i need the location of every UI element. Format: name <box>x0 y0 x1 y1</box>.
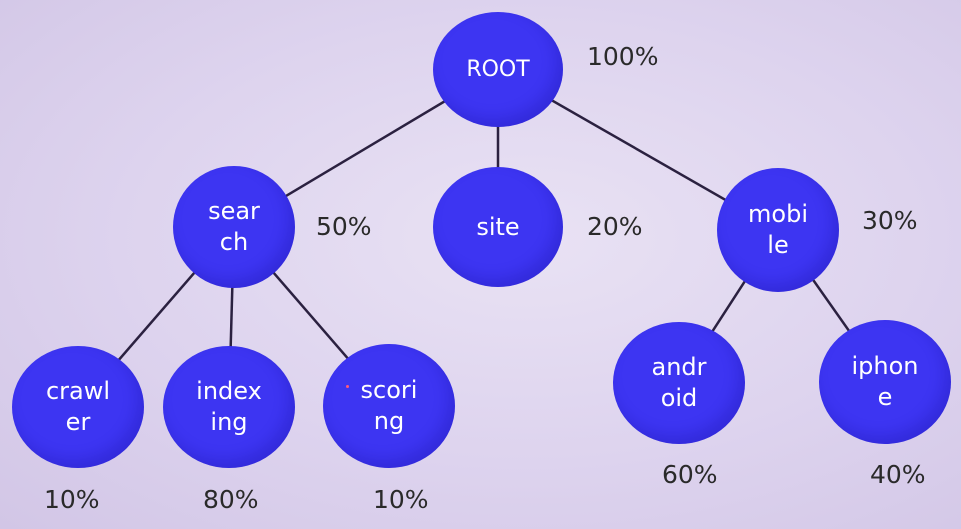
node-root: ROOT <box>433 12 563 127</box>
percent-iphone: 40% <box>870 460 926 489</box>
percent-indexing: 80% <box>203 485 259 514</box>
node-iphone: iphon e <box>819 320 951 444</box>
percent-crawler: 10% <box>44 485 100 514</box>
node-label: mobi le <box>748 200 808 259</box>
node-label: sear ch <box>208 197 260 256</box>
node-mobile: mobi le <box>717 168 839 292</box>
node-site: site <box>433 167 563 287</box>
percent-site: 20% <box>587 212 643 241</box>
percent-search: 50% <box>316 212 372 241</box>
node-label: index ing <box>196 377 262 436</box>
percent-root: 100% <box>587 42 659 71</box>
node-label: iphon e <box>851 352 919 411</box>
marker-dot <box>346 385 349 388</box>
node-search: sear ch <box>173 166 295 288</box>
node-indexing: index ing <box>163 346 295 468</box>
node-label: site <box>476 212 520 241</box>
node-label: crawl er <box>45 377 111 436</box>
percent-mobile: 30% <box>862 206 918 235</box>
percent-android: 60% <box>662 460 718 489</box>
node-crawler: crawl er <box>12 346 144 468</box>
node-label: scori ng <box>360 376 418 435</box>
node-label: ROOT <box>466 57 530 82</box>
node-scoring: scori ng <box>323 344 455 468</box>
percent-scoring: 10% <box>373 485 429 514</box>
node-android: andr oid <box>613 322 745 444</box>
node-label: andr oid <box>651 353 707 412</box>
